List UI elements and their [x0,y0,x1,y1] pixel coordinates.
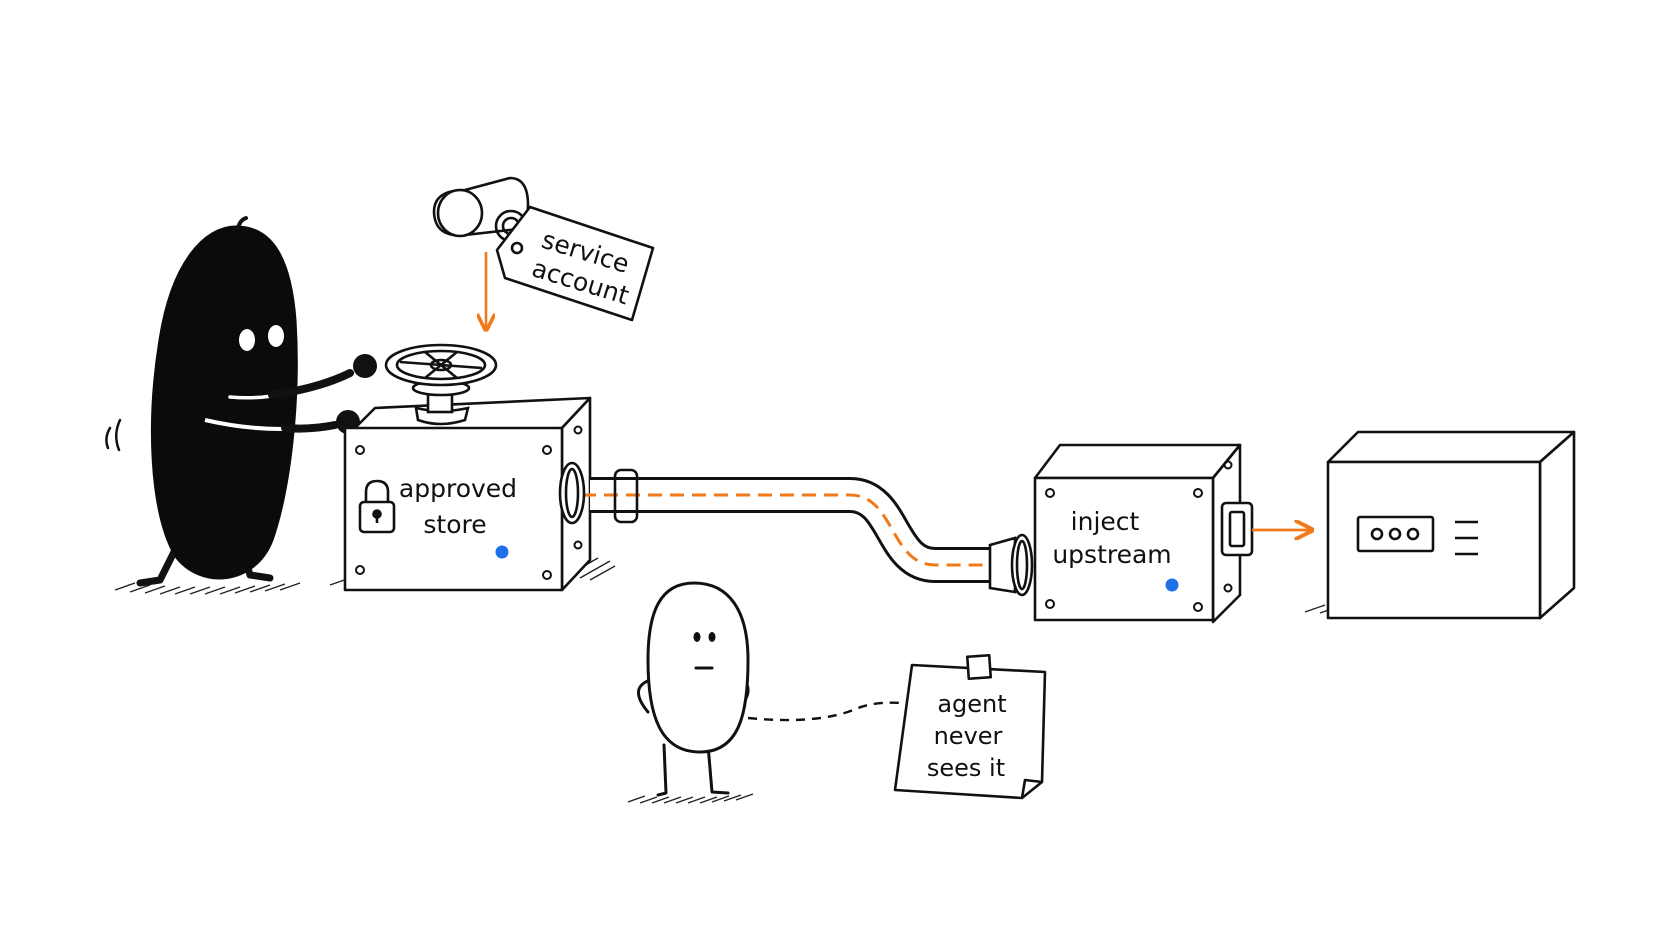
black-character-antenna [236,216,248,230]
shadow-black-character [114,582,301,595]
store-status-dot [495,545,509,559]
store-label-line1: approved [399,474,517,503]
character-to-note-dashed-line [747,701,913,722]
store-rivets [355,425,583,580]
inject-upstream-box [1033,443,1254,624]
luggage-tag-icon [432,176,655,322]
black-character-eye-left [239,329,255,351]
valve-wheel-icon [384,343,498,426]
note-line3: sees it [927,754,1005,782]
inject-status-dot [1165,578,1179,592]
server-vent-lines [1455,520,1478,556]
sticky-note [893,653,1047,800]
server-indicator-panel [1356,515,1435,553]
white-character-legs [656,743,730,797]
black-character-eye-right [268,325,284,347]
black-character-body [150,225,298,580]
destination-server-box [1326,430,1576,620]
output-port [1220,501,1254,557]
tag-card [495,205,655,322]
note-line2: never [934,722,1003,750]
black-character-hand-upper [353,354,377,378]
black-character-arm-upper [268,369,354,399]
black-character [105,216,377,587]
store-label-line2: store [423,510,486,539]
pipe-fittings [558,461,1034,597]
inject-label-line1: inject [1071,507,1140,536]
motion-lines [105,418,122,452]
black-character-mouth [228,394,274,400]
note-tape [965,653,993,681]
note-line1: agent [937,690,1006,718]
approved-store-box [343,396,592,592]
inject-label-line2: upstream [1052,540,1171,569]
pipe-flow-dashes [582,493,1020,567]
shadow-white-character [627,793,754,804]
pipe [558,461,1034,597]
white-character [637,581,750,797]
padlock-icon [358,479,396,534]
